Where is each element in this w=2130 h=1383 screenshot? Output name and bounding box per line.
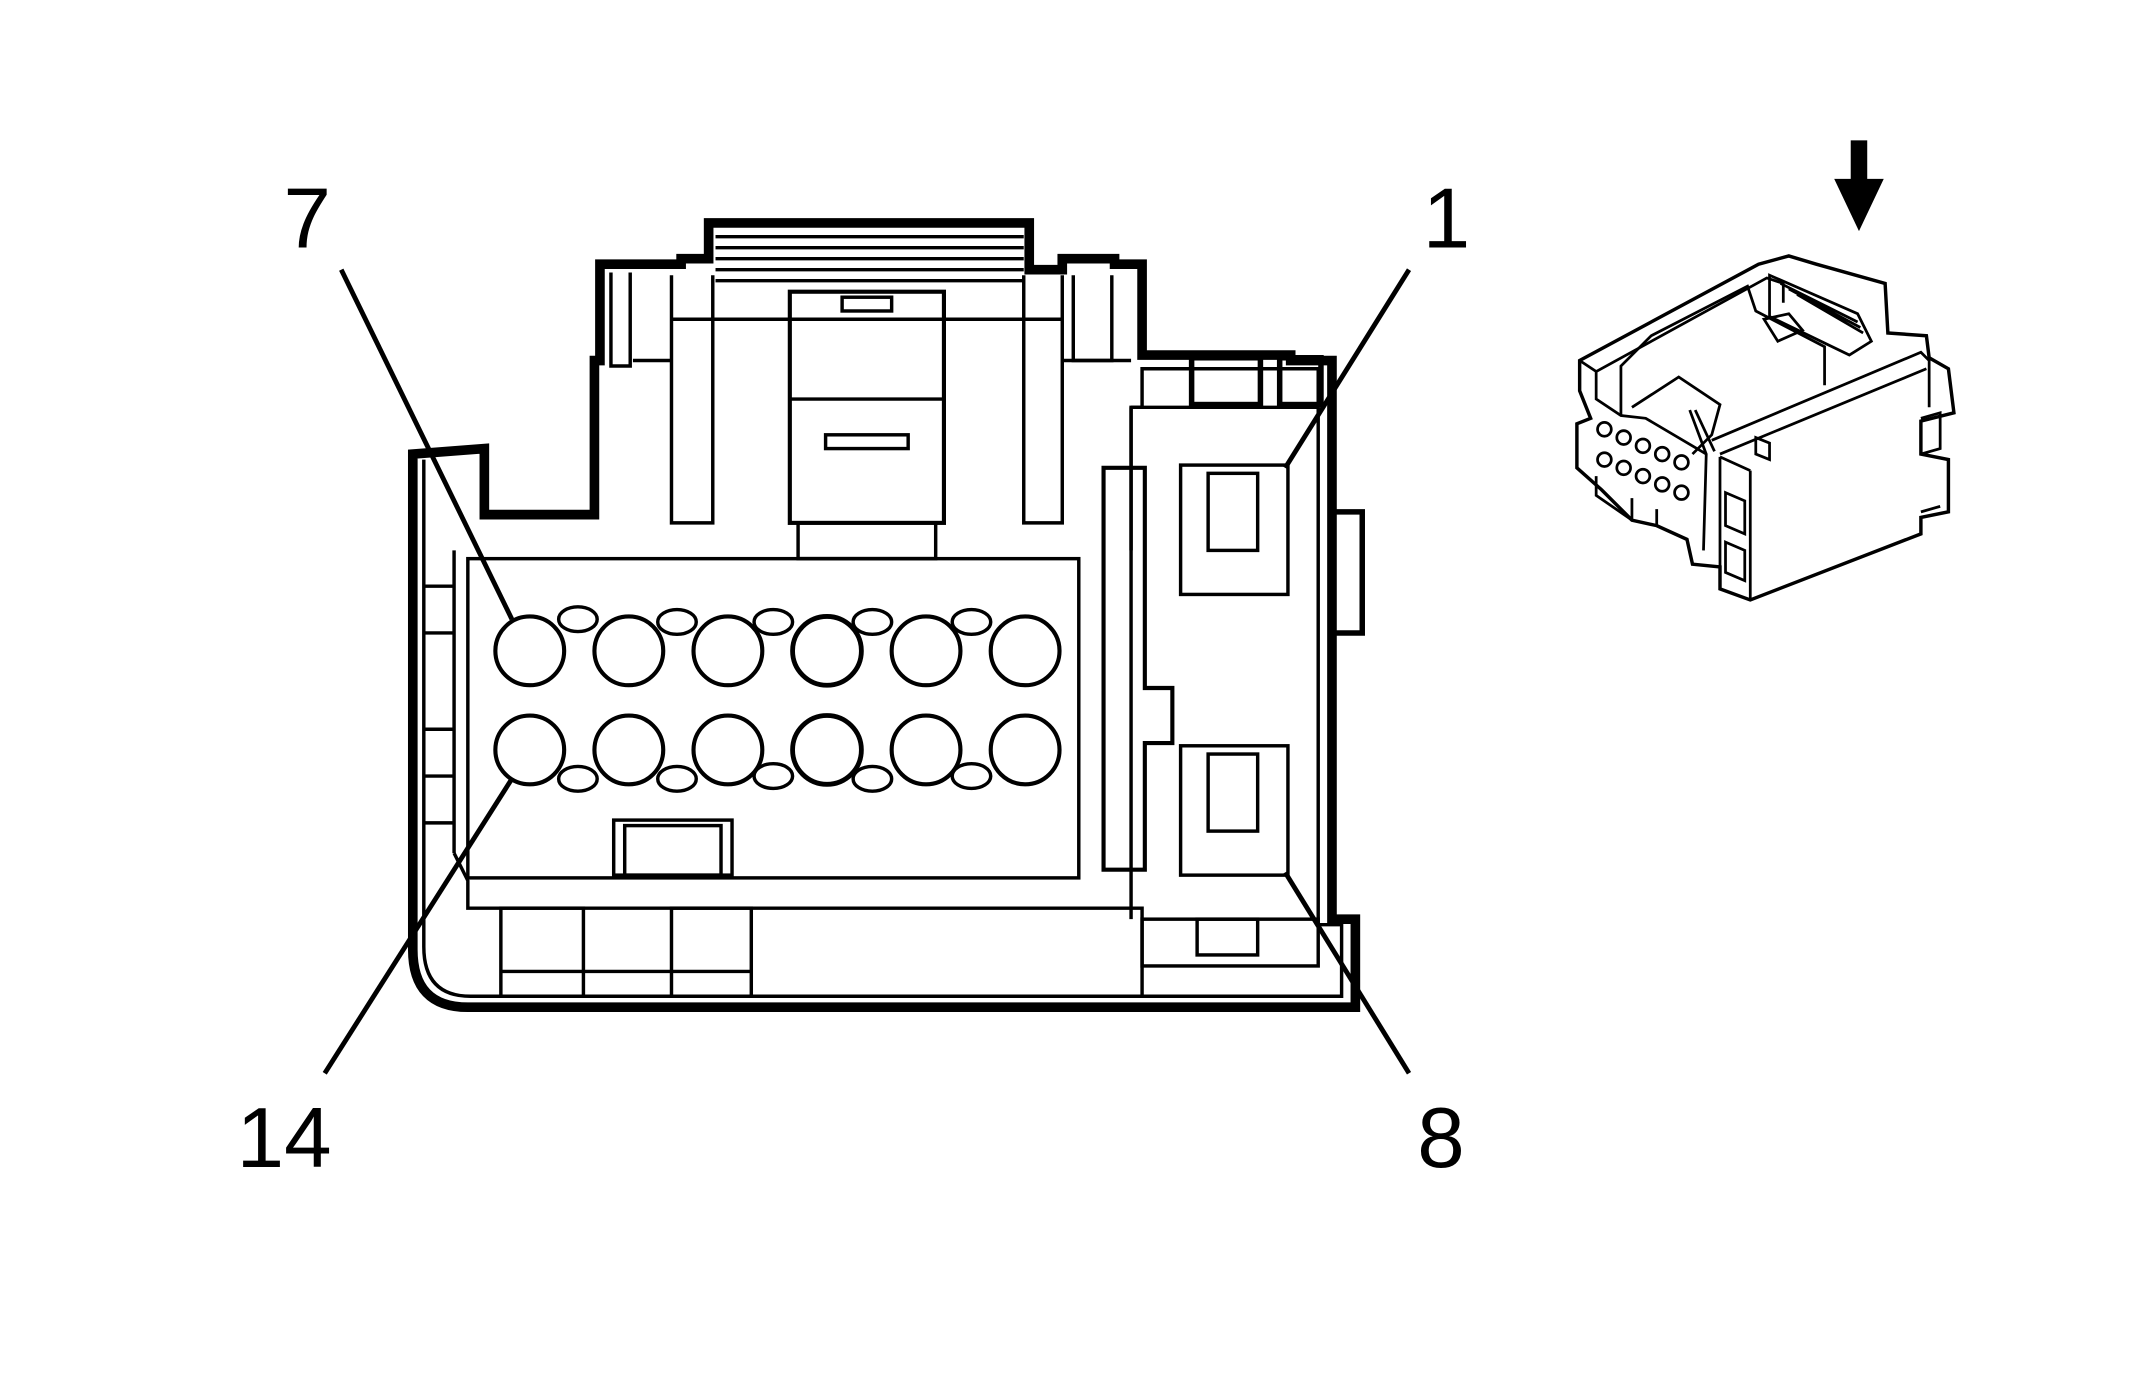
bottom-feet <box>452 852 1320 998</box>
cavity <box>691 713 765 787</box>
leader-line-1 <box>1283 268 1412 470</box>
cavity <box>691 614 765 688</box>
pin-label-1: 1 <box>1423 172 1470 267</box>
arrow-down-icon <box>1834 140 1884 232</box>
leader-line-7 <box>339 268 515 621</box>
cavity <box>493 614 567 688</box>
right-section <box>1101 407 1365 920</box>
pin-label-14: 14 <box>237 1091 332 1186</box>
housing-step <box>609 272 1114 525</box>
cavity-row-bottom <box>493 713 1062 787</box>
cavity-row-top <box>493 614 1062 688</box>
connector-isometric-view <box>1575 254 1956 602</box>
cavity <box>592 614 666 688</box>
housing-outline <box>407 218 1361 1013</box>
cavity <box>988 713 1062 787</box>
cavity <box>988 614 1062 688</box>
cavity-separators <box>556 605 993 793</box>
leader-line-8 <box>1283 871 1412 1075</box>
top-right-tabs <box>1131 355 1324 410</box>
cavity-face <box>466 556 1081 880</box>
leader-lines <box>322 268 1412 1075</box>
cavity <box>493 713 567 787</box>
pin-label-8: 8 <box>1417 1091 1464 1186</box>
cavity <box>592 713 666 787</box>
pin-label-7: 7 <box>283 172 330 267</box>
cavity <box>790 614 864 688</box>
cavity <box>889 614 963 688</box>
key-slot <box>611 818 734 877</box>
locking-latch <box>787 289 947 561</box>
housing-inner-outline <box>422 367 1344 998</box>
cavity <box>889 713 963 787</box>
connector-face: 7 1 14 8 <box>237 140 1956 1186</box>
left-flange <box>423 550 456 854</box>
top-ridges <box>632 234 1132 363</box>
cavity <box>790 713 864 787</box>
leader-line-14 <box>322 777 514 1075</box>
thumbnail-cavities <box>1596 421 1690 501</box>
